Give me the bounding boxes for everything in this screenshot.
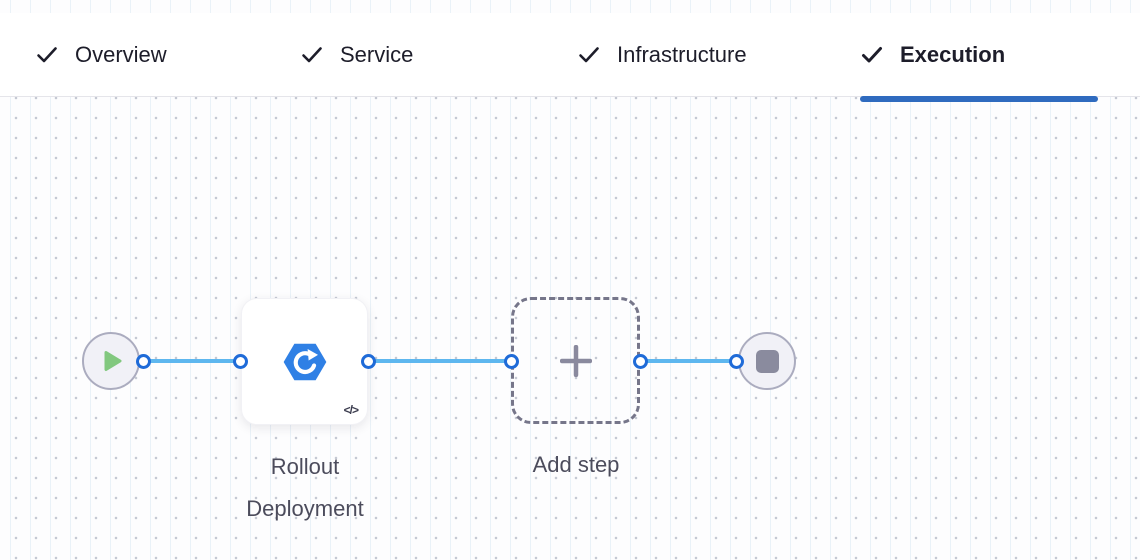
- tab-service-label: Service: [340, 42, 414, 67]
- edge-connector: [143, 359, 241, 363]
- add-step-out-port[interactable]: [633, 354, 648, 369]
- tab-infrastructure-label: Infrastructure: [617, 42, 747, 67]
- check-icon: [37, 47, 57, 63]
- check-icon: [579, 47, 599, 63]
- rollout-step-in-port[interactable]: [233, 354, 248, 369]
- tab-overview-label: Overview: [75, 42, 167, 67]
- rollout-deployment-hexagon-icon: [283, 343, 326, 380]
- tab-overview[interactable]: Overview: [35, 13, 167, 97]
- check-icon: [302, 47, 322, 63]
- code-icon: </>: [343, 403, 359, 417]
- tab-service[interactable]: Service: [300, 13, 413, 97]
- add-step-label: Add step: [532, 452, 620, 477]
- check-icon: [862, 47, 882, 63]
- rollout-deployment-step-node[interactable]: </>: [241, 298, 368, 425]
- add-step-in-port[interactable]: [504, 354, 519, 369]
- tab-execution[interactable]: Execution: [860, 13, 1098, 102]
- edge-connector: [368, 359, 512, 363]
- end-node-in-port[interactable]: [729, 354, 744, 369]
- plus-icon: [559, 344, 592, 377]
- rollout-step-out-port[interactable]: [361, 354, 376, 369]
- pipeline-end-node[interactable]: [738, 332, 796, 390]
- play-icon: [104, 351, 122, 371]
- stop-icon: [755, 349, 779, 373]
- edge-connector: [640, 359, 737, 363]
- stage-tabbar: Overview Service Infrastructure Executio…: [0, 13, 1140, 102]
- pipeline-start-node[interactable]: [82, 332, 140, 390]
- tab-infrastructure[interactable]: Infrastructure: [577, 13, 747, 97]
- active-tab-underline: [860, 96, 1098, 102]
- start-node-out-port[interactable]: [136, 354, 151, 369]
- add-step-node[interactable]: [511, 297, 640, 424]
- tab-execution-label: Execution: [900, 42, 1006, 67]
- rollout-step-label: Rollout Deployment: [246, 454, 364, 521]
